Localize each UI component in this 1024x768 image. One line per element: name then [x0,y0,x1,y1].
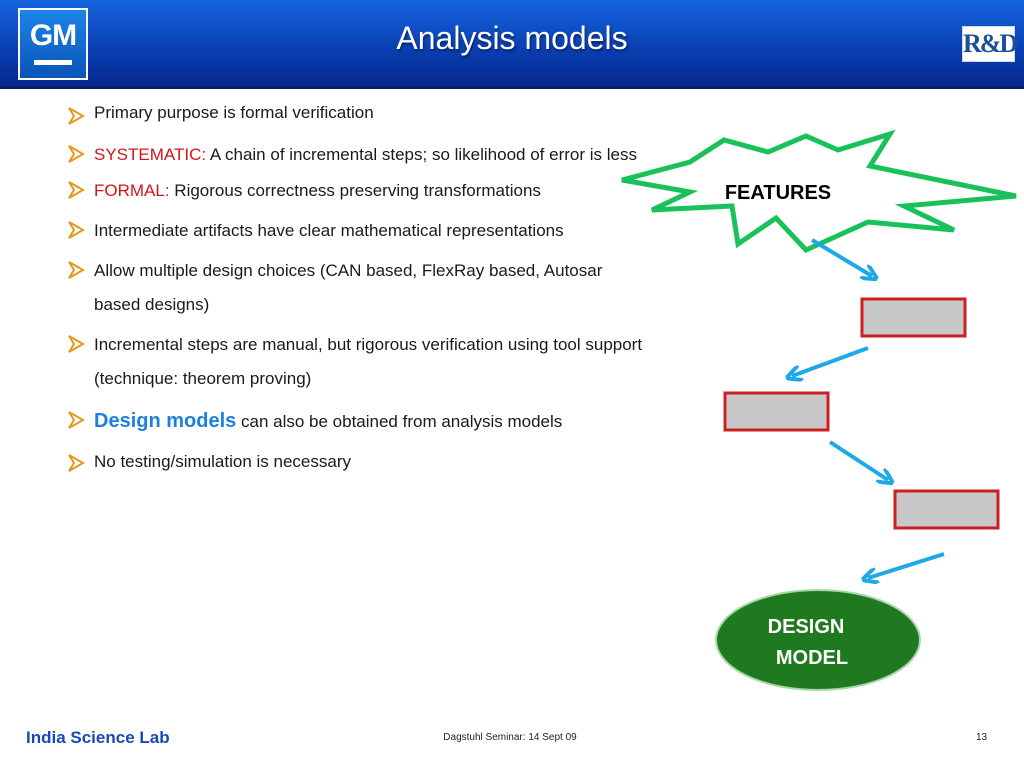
bullet-text: Allow multiple design choices (CAN based… [94,261,603,314]
flow-arrow [792,346,869,376]
design-model-ellipse [715,589,921,691]
bullet-text: A chain of incremental steps; so likelih… [209,145,637,164]
bullet-text: Intermediate artifacts have clear mathem… [94,221,564,240]
flow-arrow [828,440,888,480]
bullet-item: No testing/simulation is necessary [64,447,644,477]
bullet-text: Rigorous correctness preserving transfor… [174,181,541,200]
design-model-label-line1: DESIGN [768,616,845,638]
bullet-arrow-icon [68,107,86,125]
intermediate-step-box [893,489,1000,530]
slide-header [0,0,1024,88]
bullet-item: Intermediate artifacts have clear mathem… [64,214,644,248]
rd-logo-text: R&D [963,29,1018,58]
gm-logo-underline [34,60,72,65]
bullet-item: Primary purpose is formal verification [64,100,644,126]
intermediate-step-box [723,391,830,432]
rd-logo: R&D [962,26,1018,62]
bullet-arrow-icon [68,454,86,472]
bullet-text: can also be obtained from analysis model… [236,412,563,431]
footer-organization: India Science Lab [26,728,170,747]
header-divider [0,86,1024,89]
bullet-highlight: Design models [94,410,237,432]
bullet-list: Primary purpose is formal verification S… [64,100,644,481]
bullet-text: Incremental steps are manual, but rigoro… [94,335,643,388]
design-model-label-line2: MODEL [776,647,848,669]
bullet-arrow-icon [68,335,86,353]
page-number: 13 [976,732,988,743]
bullet-arrow-icon [68,221,86,239]
slide-title: Analysis models [396,20,628,56]
bullet-highlight: SYSTEMATIC: [94,145,210,164]
bullet-text: Primary purpose is formal verification [94,103,374,122]
flow-arrow [810,238,872,276]
bullet-arrow-icon [68,145,86,163]
bullet-arrow-icon [68,411,86,429]
bullet-arrow-icon [68,181,86,199]
gm-logo-text: GM [29,19,77,52]
flow-arrow [868,552,945,578]
bullet-item: Design models can also be obtained from … [64,404,644,439]
bullet-item: Allow multiple design choices (CAN based… [64,254,644,322]
bullet-highlight: FORMAL: [94,181,175,200]
bullet-arrow-icon [68,261,86,279]
footer-event: Dagstuhl Seminar: 14 Sept 09 [443,732,577,743]
features-label: FEATURES [725,182,831,204]
bullet-text: No testing/simulation is necessary [94,452,352,471]
features-starburst [621,129,1017,254]
bullet-item: FORMAL: Rigorous correctness preserving … [64,174,644,208]
intermediate-step-box [860,297,967,338]
bullet-item: SYSTEMATIC: A chain of incremental steps… [64,138,644,172]
bullet-item: Incremental steps are manual, but rigoro… [64,328,644,396]
gm-logo: GM [18,8,88,80]
